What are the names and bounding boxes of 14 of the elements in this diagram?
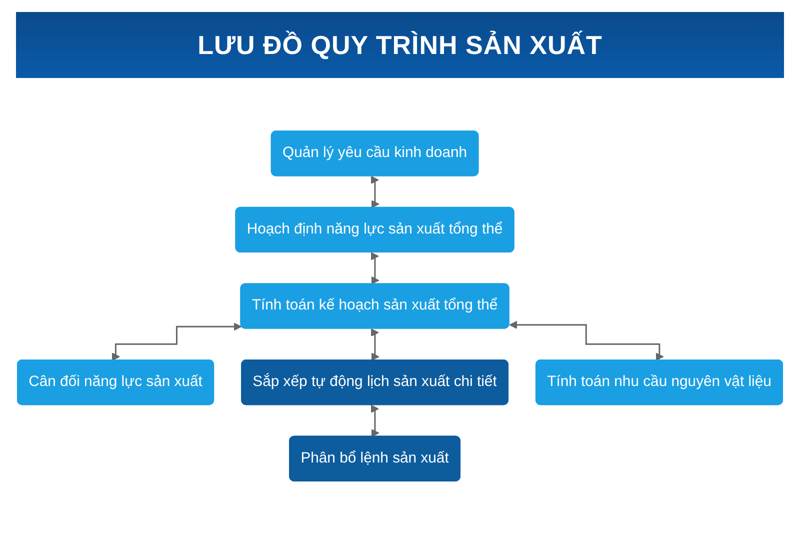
arrow bbox=[509, 320, 664, 361]
title-banner: LƯU ĐỒ QUY TRÌNH SẢN XUẤT bbox=[16, 12, 784, 78]
arrow bbox=[370, 328, 380, 361]
arrow bbox=[370, 404, 380, 438]
process-box: Tính toán kế hoạch sản xuất tổng thể bbox=[240, 283, 510, 329]
process-box: Hoạch định năng lực sản xuất tổng thể bbox=[235, 206, 514, 252]
process-box: Quản lý yêu cầu kinh doanh bbox=[270, 130, 479, 176]
arrow bbox=[112, 322, 242, 361]
process-box: Tính toán nhu cầu nguyên vật liệu bbox=[535, 360, 784, 406]
process-box: Sắp xếp tự động lịch sản xuất chi tiết bbox=[241, 360, 508, 406]
process-box: Phân bổ lệnh sản xuất bbox=[289, 436, 460, 482]
process-box: Cân đối năng lực sản xuất bbox=[16, 360, 214, 406]
arrow bbox=[370, 176, 380, 208]
arrow bbox=[370, 252, 380, 284]
